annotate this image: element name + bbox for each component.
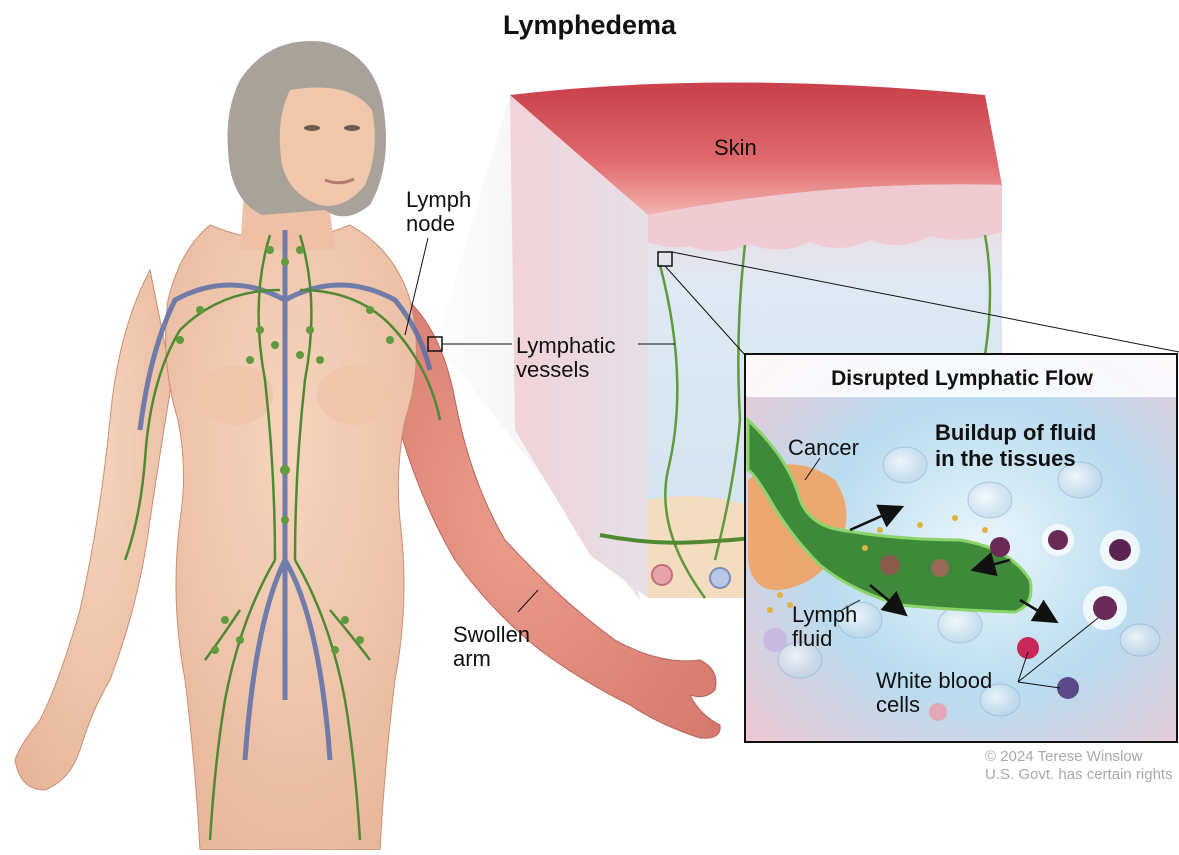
lymph-node-label-line1: Lymph [406,188,471,212]
left-eye [304,125,320,131]
lymph-fluid-label-line2: fluid [792,627,857,651]
inset-title: Disrupted Lymphatic Flow [745,367,1179,391]
copyright-credit: © 2024 Terese Winslow U.S. Govt. has cer… [985,748,1173,784]
swollen-arm-label: Swollen arm [453,623,530,671]
skin-blood-vessel-blue [710,568,730,588]
lymph-node-label-line2: node [406,212,471,236]
torso [166,225,417,850]
right-eye [344,125,360,131]
lymphatic-vessels-label-line1: Lymphatic [516,334,615,358]
lymph-fluid-label: Lymph fluid [792,603,857,651]
white-blood-cells-label: White blood cells [876,669,992,717]
cancer-label: Cancer [788,436,859,460]
lymphatic-vessels-label-line2: vessels [516,358,615,382]
copyright-line1: © 2024 Terese Winslow [985,748,1173,766]
white-blood-cells-label-line2: cells [876,693,992,717]
skin-label: Skin [714,136,757,160]
buildup-label: Buildup of fluid in the tissues [935,420,1096,472]
copyright-line2: U.S. Govt. has certain rights [985,766,1173,784]
swollen-arm-label-line2: arm [453,647,530,671]
lymph-node-label: Lymph node [406,188,471,236]
vessel-cell-2 [931,559,949,577]
right-breast [317,365,393,425]
skin-blood-vessel-red [652,565,672,585]
buildup-label-line1: Buildup of fluid [935,420,1096,446]
left-arm [15,270,172,790]
white-blood-cells-label-line1: White blood [876,669,992,693]
vessel-cell-1 [880,555,900,575]
face [280,88,375,206]
lymph-fluid-label-line1: Lymph [792,603,857,627]
diagram-title: Lymphedema [0,10,1179,41]
swollen-arm-label-line1: Swollen [453,623,530,647]
buildup-label-line2: in the tissues [935,446,1096,472]
left-breast [197,365,273,425]
lymphatic-vessels-label: Lymphatic vessels [516,334,615,382]
